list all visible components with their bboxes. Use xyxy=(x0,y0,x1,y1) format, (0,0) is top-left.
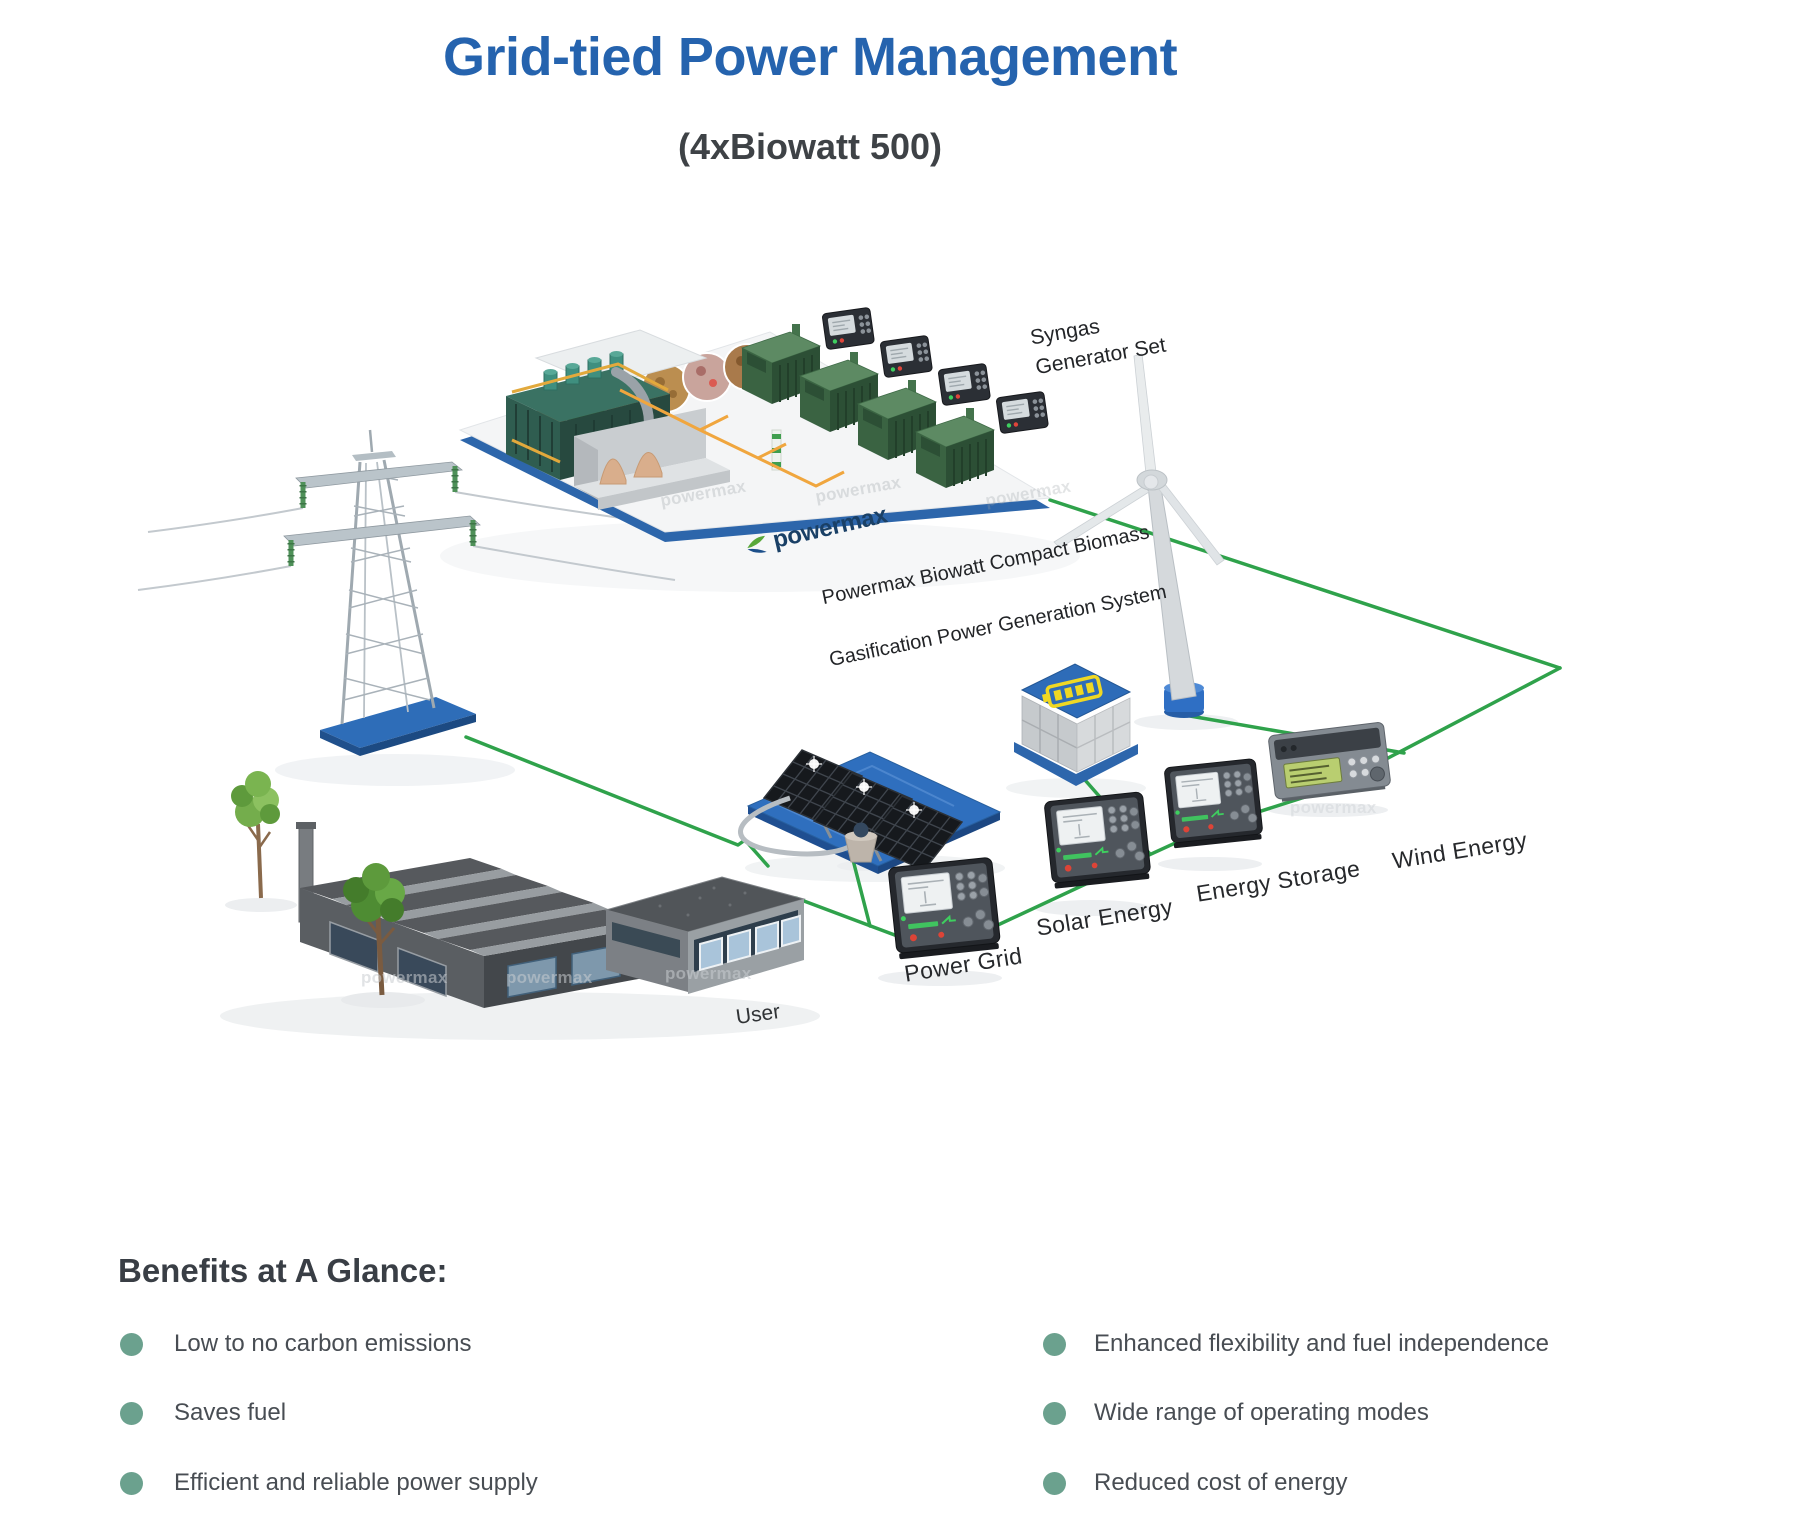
benefit-item: Saves fuel xyxy=(120,1399,286,1427)
benefit-text: Wide range of operating modes xyxy=(1094,1399,1429,1426)
cable-pedestal xyxy=(738,795,878,863)
powermax-leaf-icon xyxy=(747,535,767,553)
storage-controller xyxy=(1163,757,1265,850)
benefit-item: Efficient and reliable power supply xyxy=(120,1469,538,1497)
gasifier-tanks xyxy=(543,351,624,391)
bullet-icon xyxy=(120,1401,143,1425)
benefit-item: Low to no carbon emissions xyxy=(120,1330,472,1358)
benefit-item: Wide range of operating modes xyxy=(1043,1399,1429,1427)
benefit-text: Enhanced flexibility and fuel independen… xyxy=(1094,1330,1550,1357)
benefits-heading: Benefits at A Glance: xyxy=(118,1252,448,1289)
bullet-icon xyxy=(1043,1332,1066,1356)
label-user: User xyxy=(734,1000,782,1029)
benefit-text: Efficient and reliable power supply xyxy=(174,1469,538,1496)
watermark: powermax xyxy=(361,968,448,987)
bullet-icon xyxy=(120,1471,143,1495)
bullet-icon xyxy=(120,1332,143,1356)
bullet-icon xyxy=(1043,1401,1066,1425)
watermark: powermax xyxy=(506,968,593,987)
wind-turbine xyxy=(1053,353,1225,718)
benefit-item: Reduced cost of energy xyxy=(1043,1469,1348,1497)
benefit-item: Enhanced flexibility and fuel independen… xyxy=(1043,1330,1549,1358)
battery-storage xyxy=(1014,663,1138,786)
tree-small xyxy=(231,771,280,899)
syngas-pipes xyxy=(619,388,845,488)
solar-controller xyxy=(1043,790,1153,890)
page-title: Grid-tied Power Management xyxy=(442,27,1178,87)
benefit-text: Saves fuel xyxy=(174,1399,287,1426)
watermark: powermax xyxy=(1290,798,1377,817)
watermark: powermax xyxy=(665,964,752,983)
solar-array xyxy=(746,748,1002,886)
powermax-logo: powermax xyxy=(742,501,890,561)
battery-icon xyxy=(1041,674,1103,708)
benefit-text: Low to no carbon emissions xyxy=(174,1330,472,1357)
wind-controller xyxy=(1267,720,1393,804)
bullet-icon xyxy=(1043,1471,1066,1495)
tree-large xyxy=(343,863,405,996)
page-subtitle: (4xBiowatt 500) xyxy=(677,126,943,167)
benefit-text: Reduced cost of energy xyxy=(1094,1469,1348,1496)
